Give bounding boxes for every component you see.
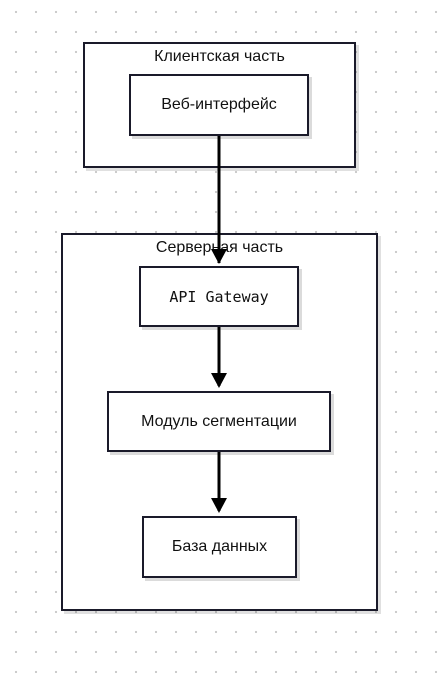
node-web-interface-label: Веб-интерфейс (161, 96, 277, 113)
node-segmentation-module[interactable]: Модуль сегментации (107, 391, 331, 452)
node-segmentation-module-label: Модуль сегментации (141, 412, 297, 430)
node-database[interactable]: База данных (142, 516, 297, 578)
group-client-label: Клиентская часть (154, 48, 285, 65)
group-server-label: Серверная часть (155, 239, 284, 256)
node-api-gateway-label: API Gateway (169, 287, 269, 306)
node-web-interface[interactable]: Веб-интерфейс (129, 74, 309, 136)
node-api-gateway[interactable]: API Gateway (139, 266, 299, 327)
node-database-label: База данных (171, 538, 268, 555)
